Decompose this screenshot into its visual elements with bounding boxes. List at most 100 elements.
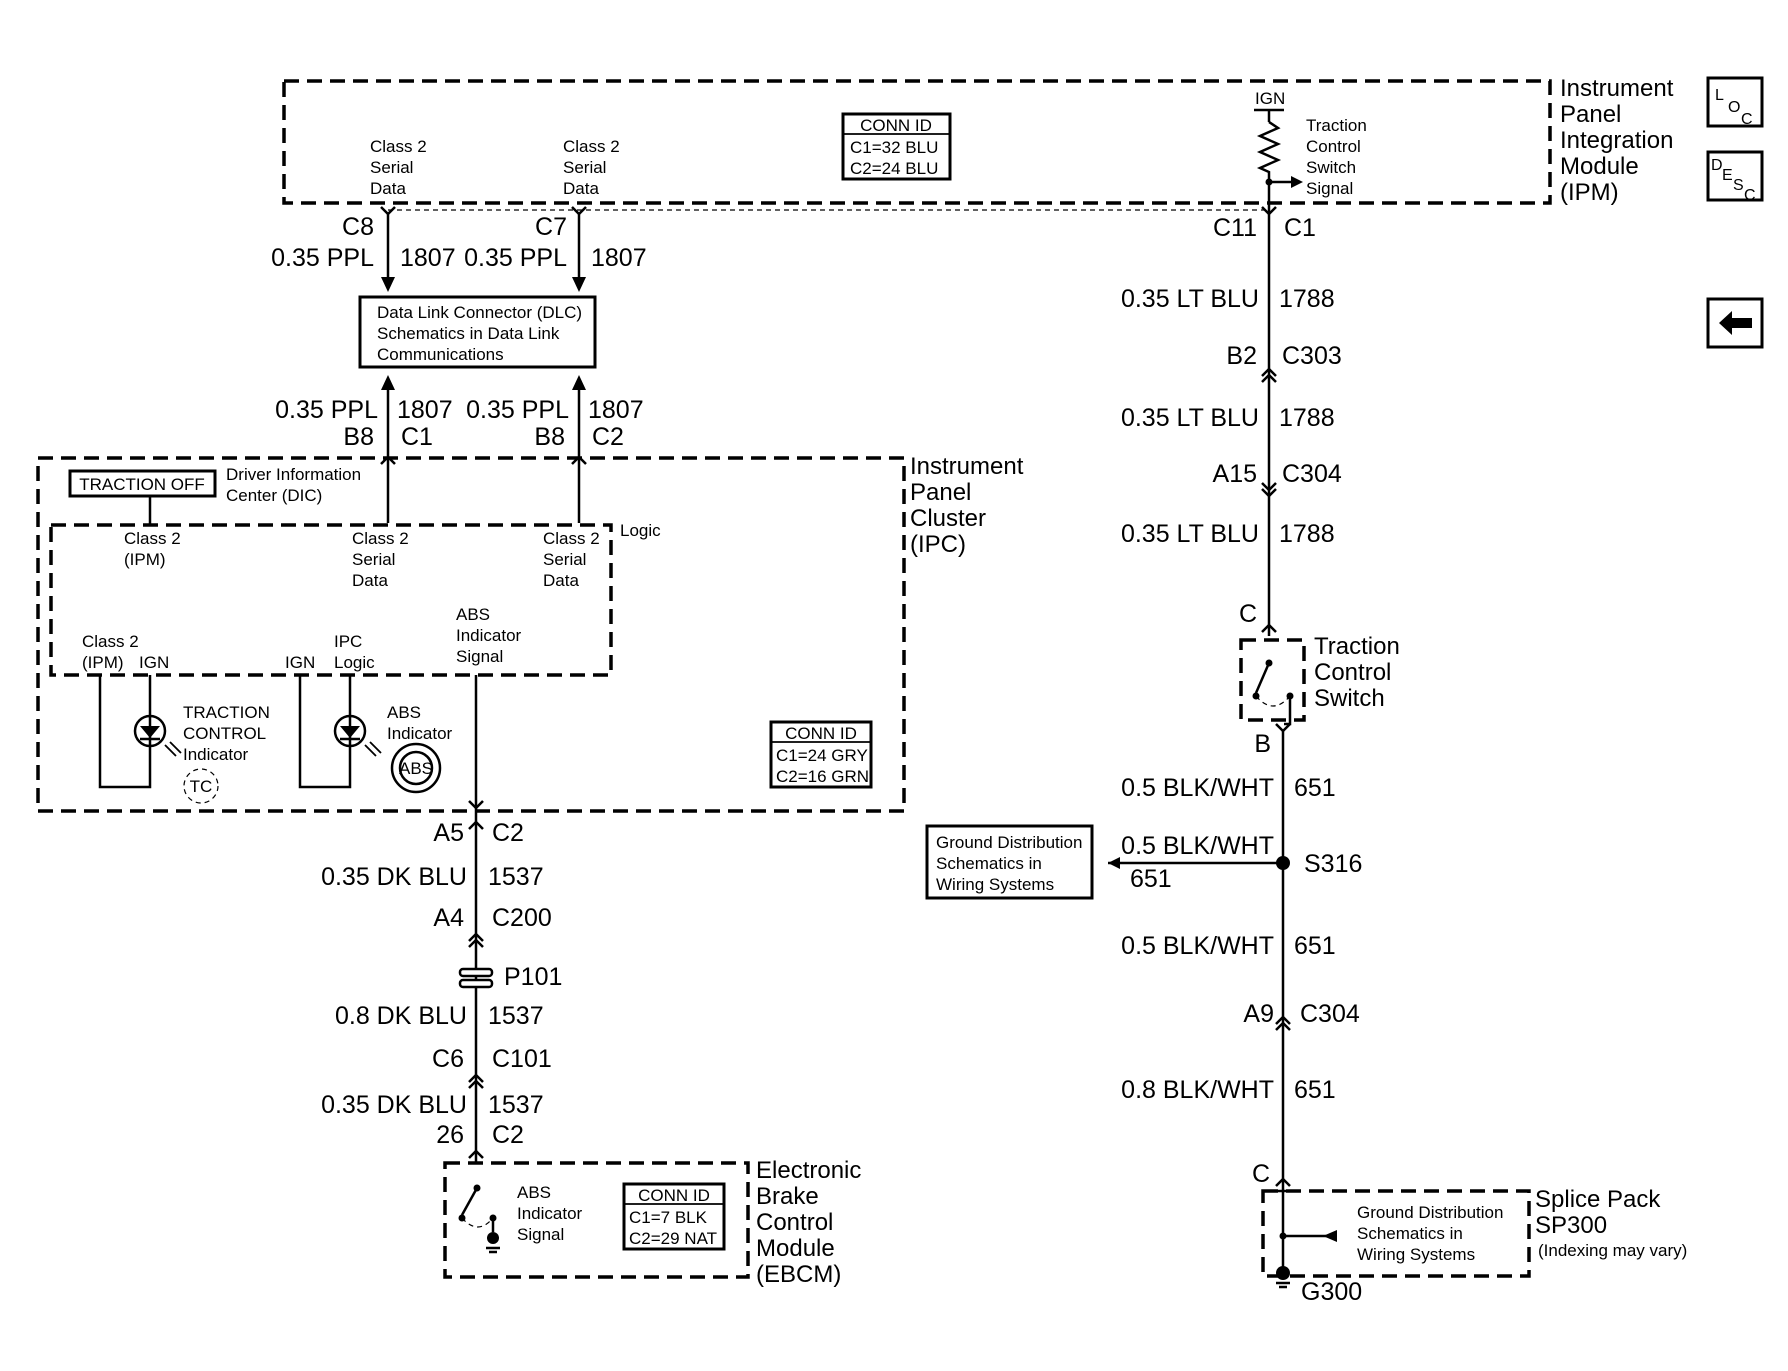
splice-pack-title: Splice Pack SP300 (Indexing may vary) [1535, 1186, 1687, 1260]
wire-ipm-dlc-right: C7 0.35 PPL 1807 [464, 206, 647, 292]
svg-text:Panel: Panel [1560, 101, 1621, 128]
svg-text:Class 2: Class 2 [352, 529, 409, 548]
svg-text:IGN: IGN [139, 653, 169, 672]
svg-text:Control: Control [1314, 659, 1391, 686]
svg-text:1788: 1788 [1279, 404, 1335, 432]
svg-text:651: 651 [1130, 865, 1172, 893]
svg-text:Class 2: Class 2 [563, 137, 620, 156]
svg-text:Data: Data [352, 571, 388, 590]
abs-indicator: ABS [298, 675, 442, 794]
svg-text:TC: TC [190, 777, 213, 796]
splice-pack-internals [1276, 1189, 1337, 1289]
svg-text:Instrument: Instrument [910, 453, 1024, 480]
right-harness-wire-top [1261, 200, 1277, 636]
svg-text:C2: C2 [492, 1121, 524, 1149]
svg-text:Serial: Serial [563, 158, 606, 177]
svg-text:Wiring Systems: Wiring Systems [1357, 1245, 1475, 1264]
svg-text:C2=29 NAT: C2=29 NAT [629, 1229, 717, 1248]
svg-text:Brake: Brake [756, 1183, 819, 1210]
ground-distribution-box-1[interactable]: Ground Distribution Schematics in Wiring… [925, 824, 1094, 900]
svg-text:Panel: Panel [910, 479, 971, 506]
left-harness-wire [468, 675, 484, 1163]
svg-text:Module: Module [1560, 153, 1639, 180]
ipc-conn-id: CONN ID C1=24 GRY C2=16 GRN [769, 720, 873, 789]
svg-text:Ground Distribution: Ground Distribution [936, 833, 1082, 852]
svg-text:Wiring Systems: Wiring Systems [936, 875, 1054, 894]
svg-text:1807: 1807 [397, 396, 453, 424]
svg-text:ABS: ABS [517, 1183, 551, 1202]
svg-text:C: C [1239, 600, 1257, 628]
svg-text:A9: A9 [1243, 1000, 1274, 1028]
dlc-box[interactable]: Data Link Connector (DLC) Schematics in … [358, 295, 597, 369]
ipm-serial-data-right: Class 2 Serial Data [563, 137, 620, 198]
svg-text:B2: B2 [1226, 342, 1257, 370]
svg-text:B8: B8 [534, 423, 565, 451]
svg-text:CONN ID: CONN ID [638, 1186, 710, 1205]
ipc-serial-right: Class 2 Serial Data [543, 529, 600, 590]
right-harness-labels-bottom: 0.5 BLK/WHT 651 S316 0.5 BLK/WHT 651 0.5… [1121, 774, 1362, 1188]
svg-text:SP300: SP300 [1535, 1212, 1607, 1239]
ipc-title: Instrument Panel Cluster (IPC) [910, 453, 1024, 558]
svg-text:Schematics in Data Link: Schematics in Data Link [377, 324, 560, 343]
svg-text:C6: C6 [432, 1045, 464, 1073]
svg-text:0.35 PPL: 0.35 PPL [275, 396, 378, 424]
svg-text:Data: Data [543, 571, 579, 590]
svg-text:1537: 1537 [488, 863, 544, 891]
svg-text:Switch: Switch [1314, 685, 1385, 712]
back-arrow-icon[interactable] [1706, 297, 1764, 349]
left-harness-labels: A5 C2 0.35 DK BLU 1537 A4 C200 0.8 DK BL… [321, 819, 552, 1149]
svg-text:C304: C304 [1300, 1000, 1360, 1028]
svg-text:C11: C11 [1213, 214, 1257, 242]
svg-text:Schematics in: Schematics in [936, 854, 1042, 873]
svg-text:C200: C200 [492, 904, 552, 932]
svg-text:Logic: Logic [334, 653, 375, 672]
svg-text:CONTROL: CONTROL [183, 724, 266, 743]
svg-text:Signal: Signal [456, 647, 503, 666]
svg-text:(Indexing may vary): (Indexing may vary) [1538, 1241, 1687, 1260]
traction-switch-title: Traction Control Switch [1314, 633, 1400, 712]
svg-text:C: C [1744, 187, 1756, 204]
svg-text:Instrument: Instrument [1560, 75, 1674, 102]
svg-text:Serial: Serial [352, 550, 395, 569]
svg-text:Electronic: Electronic [756, 1157, 861, 1184]
svg-text:C101: C101 [492, 1045, 552, 1073]
svg-text:0.35 DK BLU: 0.35 DK BLU [321, 1091, 467, 1119]
svg-text:E: E [1722, 167, 1733, 184]
svg-text:Traction: Traction [1306, 116, 1367, 135]
splice-pack-box [1261, 1189, 1531, 1278]
svg-text:Splice Pack: Splice Pack [1535, 1186, 1661, 1213]
desc-icon[interactable]: D E S C [1706, 150, 1764, 204]
svg-text:A5: A5 [433, 819, 464, 847]
wire-ipm-dlc-left: C8 0.35 PPL 1807 [271, 206, 456, 292]
svg-text:CONN ID: CONN ID [860, 116, 932, 135]
traction-off-box: TRACTION OFF [68, 469, 217, 525]
svg-text:C: C [1741, 111, 1753, 128]
svg-text:1788: 1788 [1279, 520, 1335, 548]
svg-text:(IPM): (IPM) [82, 653, 124, 672]
svg-text:IPC: IPC [334, 632, 362, 651]
ebcm-abs-switch [458, 1184, 500, 1254]
ebcm-conn-id: CONN ID C1=7 BLK C2=29 NAT [622, 1182, 726, 1251]
loc-icon[interactable]: L O C [1706, 76, 1764, 128]
svg-text:(IPM): (IPM) [124, 550, 166, 569]
svg-text:ABS: ABS [387, 703, 421, 722]
svg-text:Data: Data [370, 179, 406, 198]
svg-text:26: 26 [436, 1121, 464, 1149]
p101-pass-through: P101 [458, 963, 562, 991]
svg-text:Data Link Connector (DLC): Data Link Connector (DLC) [377, 303, 582, 322]
svg-text:(IPM): (IPM) [1560, 179, 1619, 206]
ipm-ign-pullup: IGN [1254, 89, 1303, 200]
svg-text:651: 651 [1294, 774, 1336, 802]
ipc-logic-label: Logic [620, 521, 661, 540]
svg-text:Control: Control [756, 1209, 833, 1236]
svg-text:C2: C2 [492, 819, 524, 847]
svg-text:1537: 1537 [488, 1002, 544, 1030]
svg-text:0.8 DK BLU: 0.8 DK BLU [335, 1002, 467, 1030]
tc-indicator-label: TRACTION CONTROL Indicator [183, 703, 270, 764]
svg-text:S: S [1733, 177, 1744, 194]
wire-dlc-ipc-left: 0.35 PPL 1807 B8 C1 [275, 375, 453, 523]
svg-text:651: 651 [1294, 1076, 1336, 1104]
svg-text:A4: A4 [433, 904, 464, 932]
ipm-serial-data-left: Class 2 Serial Data [370, 137, 427, 198]
